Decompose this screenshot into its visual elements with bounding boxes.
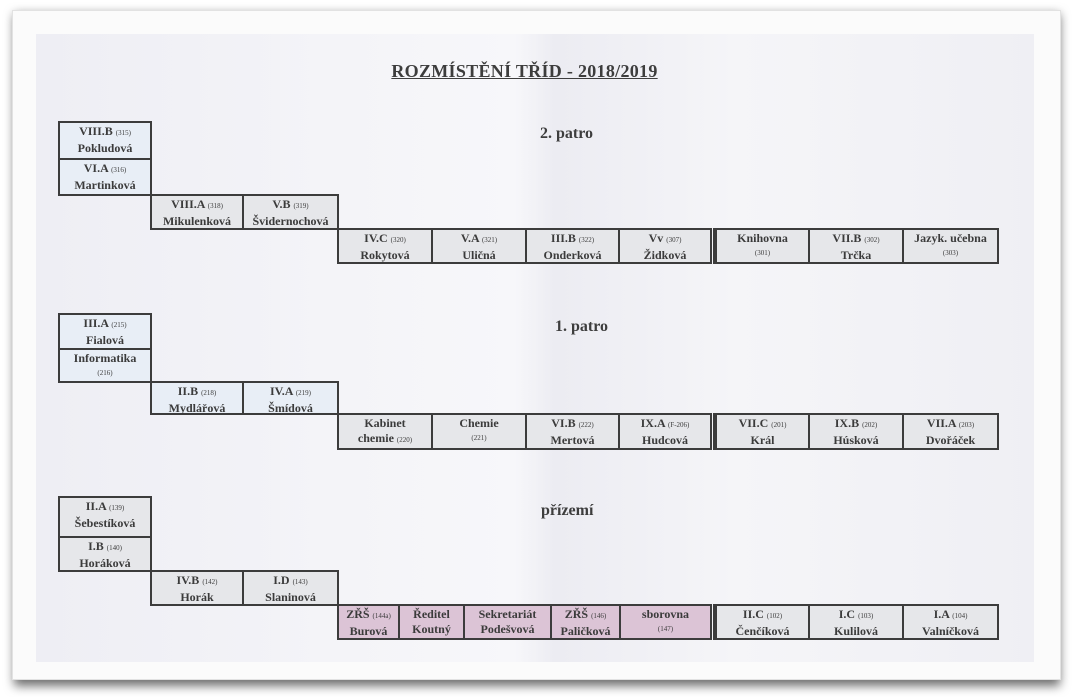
room-i-c: I.C (103) Kulilová xyxy=(808,604,904,640)
room-chemie: Chemie (221) xyxy=(431,413,527,450)
paper-sheet xyxy=(36,34,1034,662)
room-iv-c: IV.C (320) Rokytová xyxy=(337,228,433,264)
room-vii-c: VII.C (201) Král xyxy=(715,413,810,450)
room-vv: Vv (307) Židková xyxy=(618,228,712,264)
floor-label-prizemi: přízemí xyxy=(541,502,594,519)
room-iv-a: IV.A (219) Šmídová xyxy=(242,381,339,415)
room-iii-b: III.B (322) Onderková xyxy=(525,228,620,264)
room-reditel: Ředitel Koutný xyxy=(398,604,465,640)
room-ii-c: II.C (102) Čenčíková xyxy=(715,604,810,640)
room-jazyk-ucebna: Jazyk. učebna (303) xyxy=(902,228,999,264)
room-iv-b: IV.B (142) Horák xyxy=(150,570,244,606)
room-i-a: I.A (104) Valníčková xyxy=(902,604,999,640)
room-ii-b: II.B (218) Mydlářová xyxy=(150,381,244,415)
room-vi-a: VI.A (316) Martinková xyxy=(58,158,152,196)
page-title: ROZMÍSTĚNÍ TŘÍD - 2018/2019 xyxy=(391,61,658,81)
room-sborovna: sborovna (147) xyxy=(619,604,712,640)
room-vii-b: VII.B (302) Trčka xyxy=(808,228,904,264)
room-kabinet-chemie: Kabinet chemie (220) xyxy=(337,413,433,450)
room-i-b: I.B (140) Horáková xyxy=(58,536,152,572)
room-zrs-palickova: ZŘŠ (146) Paličková xyxy=(550,604,621,640)
wall-divider xyxy=(713,604,715,640)
room-v-a: V.A (321) Uličná xyxy=(431,228,527,264)
room-sekretariat: Sekretariát Podešvová xyxy=(463,604,552,640)
wall-divider xyxy=(713,228,715,264)
floor-label-2-patro: 2. patro xyxy=(540,125,594,142)
room-viii-b: VIII.B (315) Pokludová xyxy=(58,121,152,160)
floor-label-1-patro: 1. patro xyxy=(555,318,609,335)
room-vii-a: VII.A (203) Dvořáček xyxy=(902,413,999,450)
wall-divider xyxy=(713,413,715,450)
room-ix-b: IX.B (202) Húsková xyxy=(808,413,904,450)
room-zrs-burova: ZŘŠ (144a) Burová xyxy=(337,604,400,640)
room-iii-a: III.A (215) Fialová xyxy=(58,313,152,350)
room-vi-b: VI.B (222) Mertová xyxy=(525,413,620,450)
room-i-d: I.D (143) Slaninová xyxy=(242,570,339,606)
room-informatika: Informatika (216) xyxy=(58,348,152,383)
room-viii-a: VIII.A (318) Mikulenková xyxy=(150,194,244,230)
room-knihovna: Knihovna (301) xyxy=(715,228,810,264)
room-v-b: V.B (319) Švidernochová xyxy=(242,194,339,230)
room-ii-a: II.A (139) Šebestíková xyxy=(58,496,152,538)
room-ix-a: IX.A (F-206) Hudcová xyxy=(618,413,712,450)
